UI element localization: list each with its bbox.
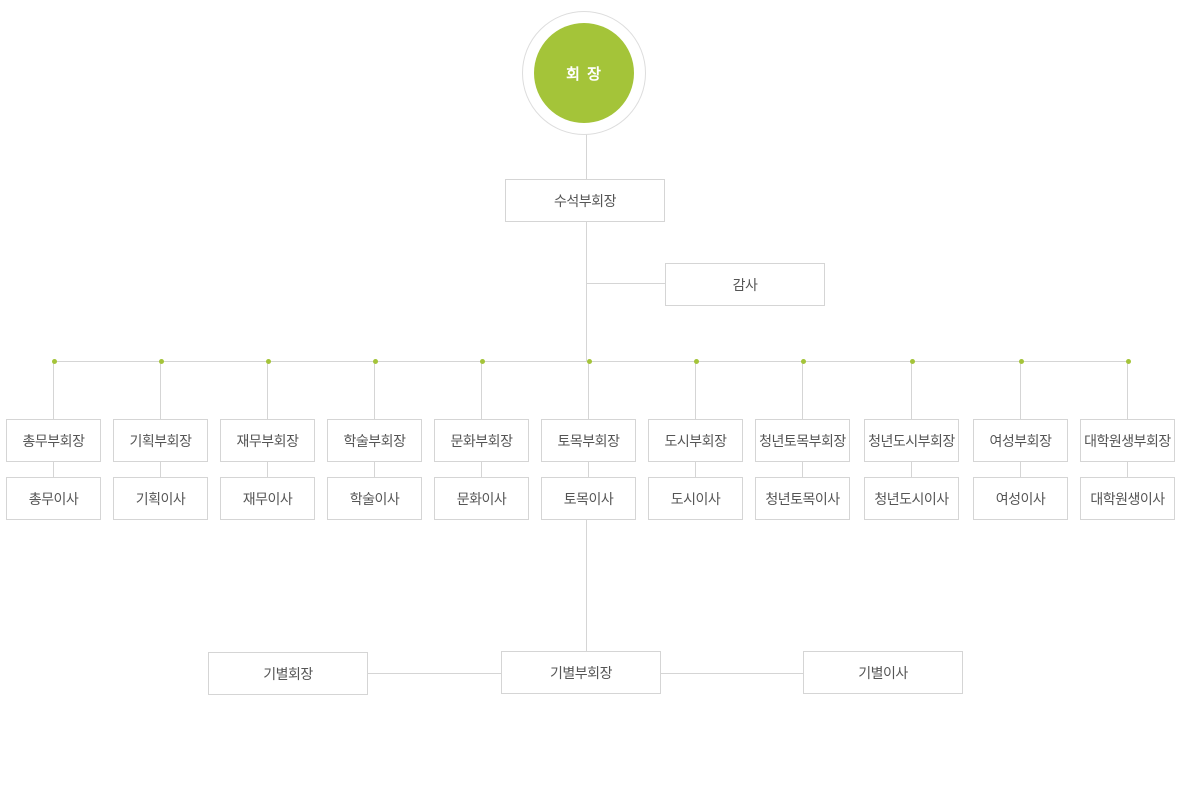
president-node[interactable]: 회 장	[534, 23, 634, 123]
director-box-culture[interactable]: 문화이사	[434, 477, 529, 520]
auditor-box[interactable]: 감사	[665, 263, 825, 306]
director-box-planning[interactable]: 기획이사	[113, 477, 208, 520]
director-box-academic[interactable]: 학술이사	[327, 477, 422, 520]
vp-box-academic[interactable]: 학술부회장	[327, 419, 422, 462]
vp-box-urban[interactable]: 도시부회장	[648, 419, 743, 462]
director-box-civil[interactable]: 토목이사	[541, 477, 636, 520]
director-box-youth-civil[interactable]: 청년토목이사	[755, 477, 850, 520]
director-box-graduate[interactable]: 대학원생이사	[1080, 477, 1175, 520]
vp-box-graduate[interactable]: 대학원생부회장	[1080, 419, 1175, 462]
director-box-youth-urban[interactable]: 청년도시이사	[864, 477, 959, 520]
branch-dot	[693, 359, 699, 364]
branch-dot	[800, 359, 806, 364]
vp-box-general[interactable]: 총무부회장	[6, 419, 101, 462]
class-vp-box[interactable]: 기별부회장	[501, 651, 661, 694]
class-director-box[interactable]: 기별이사	[803, 651, 963, 694]
vp-box-planning[interactable]: 기획부회장	[113, 419, 208, 462]
director-box-urban[interactable]: 도시이사	[648, 477, 743, 520]
vp-box-youth-civil[interactable]: 청년토목부회장	[755, 419, 850, 462]
director-box-finance[interactable]: 재무이사	[220, 477, 315, 520]
senior-vp-box[interactable]: 수석부회장	[505, 179, 665, 222]
branch-dot	[51, 359, 57, 364]
director-box-women[interactable]: 여성이사	[973, 477, 1068, 520]
class-president-box[interactable]: 기별회장	[208, 652, 368, 695]
branch-dot	[586, 359, 592, 364]
vp-box-women[interactable]: 여성부회장	[973, 419, 1068, 462]
vp-box-finance[interactable]: 재무부회장	[220, 419, 315, 462]
director-box-general[interactable]: 총무이사	[6, 477, 101, 520]
vp-box-civil[interactable]: 토목부회장	[541, 419, 636, 462]
branch-dot	[265, 359, 271, 364]
branch-dot	[909, 359, 915, 364]
branch-dot	[372, 359, 378, 364]
vp-box-culture[interactable]: 문화부회장	[434, 419, 529, 462]
branch-dot	[1125, 359, 1131, 364]
branch-dot	[479, 359, 485, 364]
vp-box-youth-urban[interactable]: 청년도시부회장	[864, 419, 959, 462]
branch-dot	[1018, 359, 1024, 364]
branch-dot	[158, 359, 164, 364]
